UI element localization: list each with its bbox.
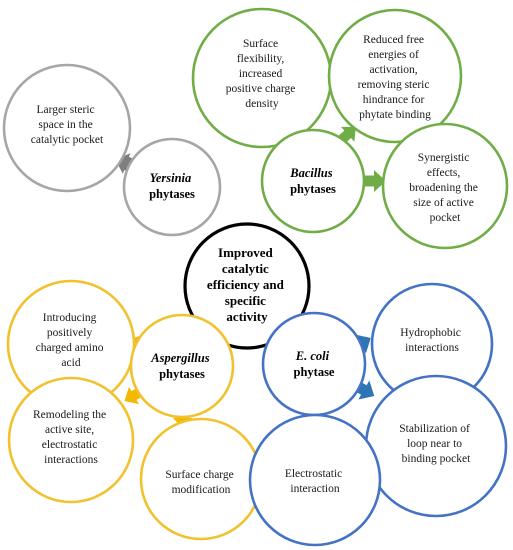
bacillus-hub-circle <box>260 128 366 234</box>
yersinia-effect-1-text: Larger steric space in the catalytic poc… <box>31 104 104 146</box>
yersinia-effect-circle-1 <box>2 63 132 193</box>
bacillus-effect-2-text: Reduced free energies of activation, rem… <box>358 34 433 121</box>
aspergillus-hub-label: Aspergillus phytases <box>150 351 212 381</box>
ecoli-hub-label: E. coli phytase <box>294 349 335 379</box>
ecoli-effect-circle-3 <box>248 413 382 547</box>
bacillus-effect-3-text: Synergistic effects, broadening the size… <box>409 152 481 224</box>
bacillus-effect-1-text: Surface flexibility, increased positive … <box>226 38 299 110</box>
center-circle <box>183 222 311 350</box>
ecoli-effect-1-text: Hydrophobic interactions <box>400 327 464 354</box>
aspergillus-effect-1-text: Introducing positively charged amino aci… <box>36 312 107 369</box>
aspergillus-effect-3-text: Surface charge modification <box>165 469 236 496</box>
aspergillus-effect-2-text: Remodeling the active site, electrostati… <box>33 409 109 466</box>
ecoli-effect-3-text: Electrostatic interaction <box>285 468 345 495</box>
ecoli-hub-circle <box>261 311 367 417</box>
yersinia-hub-circle <box>122 137 222 237</box>
aspergillus-hub-circle <box>129 313 235 419</box>
bacillus-effect-circle-2 <box>327 8 463 144</box>
yersinia-hub-label: Yersinia phytases <box>149 171 195 201</box>
ecoli-effect-2-text: Stabilization of loop near to binding po… <box>399 423 472 465</box>
center-label: Improved catalytic efficiency and specif… <box>207 245 287 324</box>
bacillus-hub-label: Bacillus phytases <box>289 166 336 196</box>
bacillus-effect-circle-3 <box>381 122 509 250</box>
aspergillus-effect-circle-2 <box>7 376 135 504</box>
